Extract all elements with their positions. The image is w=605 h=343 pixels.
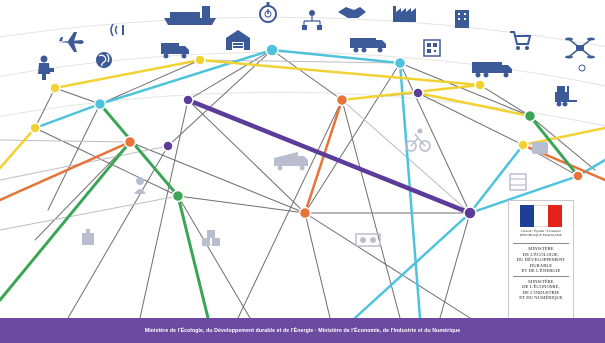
node [393, 56, 407, 70]
node [463, 206, 477, 220]
airplane-icon [58, 32, 84, 52]
divider [513, 275, 569, 277]
ministry-line: DE L'ÉCOLOGIE, [522, 251, 560, 257]
node [523, 109, 537, 123]
crates-icon [202, 230, 220, 246]
train-icon [532, 142, 548, 154]
globe-icon [96, 52, 112, 68]
republic-motto: Liberté • Égalité • Fraternité RÉPUBLIQU… [520, 229, 562, 237]
person-icon [134, 177, 146, 194]
ministry-line: MINISTÈRE [528, 278, 554, 284]
node [412, 87, 424, 99]
ministry-logo: Liberté • Égalité • Fraternité RÉPUBLIQU… [508, 200, 574, 324]
ministry-line: DE L'INDUSTRIE [522, 289, 560, 295]
ministry-line: MINISTÈRE [528, 246, 554, 252]
signal-icon [110, 23, 124, 37]
shelves-icon [509, 173, 527, 191]
ministry-line: ET DU NUMÉRIQUE [519, 295, 563, 301]
cyclist-icon [405, 128, 431, 152]
french-flag-icon [520, 205, 562, 227]
network-nodes [29, 43, 584, 220]
network-lines [0, 48, 605, 320]
republic-line: RÉPUBLIQUE FRANÇAISE [519, 233, 563, 238]
org-chart-icon [302, 10, 322, 30]
node [182, 94, 194, 106]
ministry-line: DURABLE [529, 262, 553, 268]
delivery-truck-icon [161, 43, 189, 59]
lorry-icon [472, 62, 512, 78]
ministry-line: ET DE L'ÉNERGIE [521, 268, 561, 274]
qr-code-icon [423, 39, 441, 57]
forklift-icon [555, 86, 577, 107]
node [194, 54, 206, 66]
cargo-ship-icon [164, 6, 216, 25]
footer-text: Ministère de l'Écologie, du Développemen… [144, 327, 461, 334]
node [265, 43, 279, 57]
node [572, 170, 584, 182]
factory-icon [393, 6, 416, 22]
node [162, 140, 174, 152]
node [517, 139, 529, 151]
cart-icon [510, 31, 532, 50]
building-icon [455, 10, 469, 28]
ministry-ecology: MINISTÈRE DE L'ÉCOLOGIE, DU DÉVELOPPEMEN… [517, 246, 566, 274]
footer-band: Ministère de l'Écologie, du Développemen… [0, 318, 605, 343]
ministry-economy: MINISTÈRE DE L'ÉCONOMIE, DE L'INDUSTRIE … [519, 279, 563, 301]
ministry-line: DU DÉVELOPPEMENT [516, 257, 566, 263]
node [171, 189, 185, 203]
semi-truck-icon [274, 152, 308, 171]
node [335, 93, 349, 107]
node [474, 79, 486, 91]
divider [513, 243, 569, 245]
package-icon [82, 229, 94, 245]
stopwatch-icon [259, 2, 277, 23]
drone-icon [565, 37, 595, 72]
node [29, 122, 41, 134]
worker-icon [38, 55, 54, 80]
node [123, 135, 137, 149]
node [49, 82, 61, 94]
node [298, 206, 312, 220]
warehouse-icon [226, 30, 250, 50]
ministry-line: DE L'ÉCONOMIE, [522, 284, 560, 290]
truck-icon [350, 38, 386, 53]
gear-box-icon [355, 233, 381, 247]
handshake-icon [338, 7, 366, 18]
node [93, 97, 107, 111]
motto-line: Liberté • Égalité • Fraternité [521, 229, 561, 233]
